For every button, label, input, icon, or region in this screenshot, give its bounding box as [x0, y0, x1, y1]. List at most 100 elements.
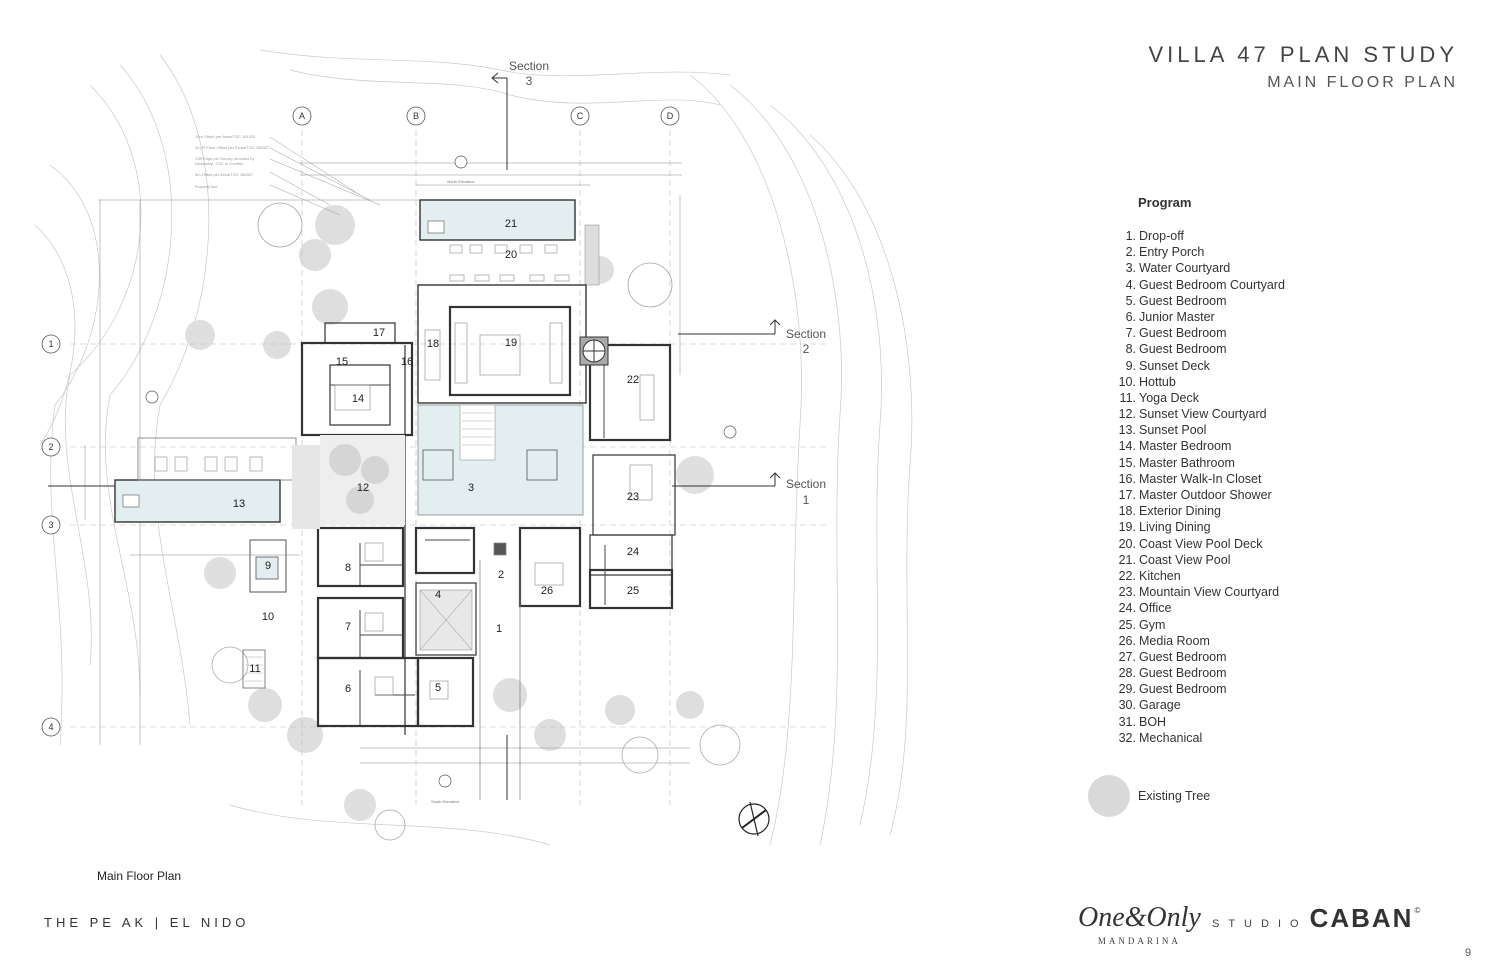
legend-item-label: Kitchen	[1139, 568, 1181, 583]
legend-item: 29.Guest Bedroom	[1115, 681, 1285, 697]
legend-item-label: Sunset View Courtyard	[1139, 407, 1267, 422]
project-name: THE PE AK | EL NIDO	[44, 915, 250, 930]
interior-partitions	[330, 345, 606, 725]
legend-item: 24.Office	[1115, 600, 1285, 616]
room-number-22: 22	[627, 374, 639, 386]
legend-item-number: 29.	[1118, 682, 1136, 697]
legend-item-number: 2.	[1125, 245, 1136, 260]
guest-bedroom-courtyard	[419, 589, 473, 651]
legend-item-number: 31.	[1118, 714, 1136, 729]
legend-item-label: Guest Bedroom	[1139, 293, 1227, 308]
room-number-2: 2	[498, 569, 504, 581]
brand2-reg: ©	[1414, 906, 1421, 915]
legend-item-label: Entry Porch	[1139, 245, 1205, 260]
elevation-notes: North Elevation South Elevation	[431, 179, 475, 804]
legend-item: 23.Mountain View Courtyard	[1115, 584, 1285, 600]
room-number-12: 12	[357, 482, 369, 494]
legend-item-number: 6.	[1125, 309, 1136, 324]
legend-item-label: Master Outdoor Shower	[1139, 488, 1272, 502]
legend-item: 11.Yoga Deck	[1115, 390, 1285, 406]
section-2-label: Section	[786, 327, 826, 341]
legend-item-number: 13.	[1118, 423, 1136, 438]
brand2-main: CABAN	[1309, 903, 1414, 933]
legend-item-number: 22.	[1118, 568, 1136, 583]
legend-item-label: Exterior Dining	[1139, 504, 1221, 519]
room-number-8: 8	[345, 562, 351, 574]
legend-item: 16.Master Walk-In Closet	[1115, 471, 1285, 487]
legend-item-number: 1.	[1125, 229, 1136, 243]
svg-text:North Elevation: North Elevation	[447, 179, 474, 184]
legend-item: 18.Exterior Dining	[1115, 503, 1285, 519]
legend-item-number: 19.	[1118, 520, 1136, 535]
legend-item-label: Mountain View Courtyard	[1139, 585, 1280, 600]
studio-caban-logo: STUDIO CABAN ©	[1212, 903, 1420, 934]
svg-text:Cliff Edge per Survey provided: Cliff Edge per Survey provided by	[195, 156, 255, 161]
legend-item-label: BOH	[1139, 714, 1167, 729]
legend-item-label: Media Room	[1139, 633, 1210, 648]
legend-item: 26.Media Room	[1115, 633, 1285, 649]
legend-item-label: Guest Bedroom	[1139, 342, 1227, 357]
legend-item-number: 16.	[1118, 471, 1136, 486]
legend-item: 4.Guest Bedroom Courtyard	[1115, 277, 1285, 293]
room-number-6: 6	[345, 683, 351, 695]
section-1-number: 1	[803, 493, 810, 507]
existing-trees	[185, 205, 714, 821]
room-number-15: 15	[336, 356, 348, 368]
brand1-sub: MANDARINA	[1097, 936, 1181, 946]
room-number-14: 14	[352, 393, 364, 405]
furniture	[334, 322, 655, 700]
legend-item-number: 18.	[1118, 504, 1136, 519]
legend-item: 12.Sunset View Courtyard	[1115, 406, 1285, 422]
drop-off-drive	[479, 542, 521, 800]
svg-text:Dedarship, TGC to Confirm: Dedarship, TGC to Confirm	[195, 161, 244, 166]
legend-item-label: Sunset Pool	[1139, 423, 1207, 438]
brand2-prefix: STUDIO	[1212, 918, 1308, 930]
legend-item: 30.Garage	[1115, 697, 1285, 713]
sunset-view-courtyard	[320, 435, 405, 525]
legend-item-number: 7.	[1125, 326, 1136, 341]
water-courtyard	[417, 404, 584, 516]
page-subtitle: MAIN FLOOR PLAN	[1267, 74, 1458, 91]
legend-item-number: 27.	[1118, 649, 1136, 664]
room-number-10: 10	[262, 611, 274, 623]
legend-item-label: Guest Bedroom	[1139, 649, 1227, 664]
legend-item-number: 8.	[1125, 342, 1136, 357]
legend-item-label: Master Bathroom	[1139, 455, 1235, 470]
legend-item-label: Master Walk-In Closet	[1139, 471, 1262, 486]
title-block: VILLA 47 PLAN STUDY MAIN FLOOR PLAN	[1148, 42, 1458, 92]
legend-item: 9.Sunset Deck	[1115, 358, 1285, 374]
legend-item-label: Junior Master	[1139, 309, 1215, 324]
legend-item-label: Hottub	[1139, 374, 1176, 389]
topo-contours	[34, 49, 913, 846]
legend-item: 28.Guest Bedroom	[1115, 665, 1285, 681]
legend-item-label: Guest Bedroom	[1139, 326, 1227, 341]
legend-item: 25.Gym	[1115, 617, 1285, 633]
page-title: VILLA 47 PLAN STUDY	[1148, 42, 1458, 67]
legend-item-number: 17.	[1118, 488, 1136, 502]
section-labels: Section 3 Section 2 Section 1	[509, 59, 826, 507]
legend-item: 19.Living Dining	[1115, 519, 1285, 535]
grid-col-b: B	[413, 111, 419, 121]
room-number-3: 3	[468, 482, 474, 494]
legend-item-label: Guest Bedroom	[1139, 666, 1227, 681]
legend-item: 14.Master Bedroom	[1115, 438, 1285, 454]
legend-item: 31.BOH	[1115, 714, 1285, 730]
room-number-9: 9	[265, 560, 271, 572]
legend-item-number: 21.	[1118, 552, 1136, 567]
legend-item: 32.Mechanical	[1115, 730, 1285, 746]
room-number-11: 11	[249, 663, 260, 675]
legend-item-number: 5.	[1125, 293, 1136, 308]
legend-item-label: Coast View Pool Deck	[1139, 536, 1263, 551]
legend-item: 21.Coast View Pool	[1115, 552, 1285, 568]
room-numbers: 1 2 3 4 5 6 7 8 9 10 11 12 13 14 15 16 1…	[233, 218, 639, 695]
legend-item-label: Guest Bedroom	[1139, 682, 1227, 697]
page-number: 9	[1465, 947, 1472, 959]
legend-item: 13.Sunset Pool	[1115, 422, 1285, 438]
svg-text:Property line: Property line	[195, 184, 218, 189]
callout-leaders	[269, 136, 381, 216]
room-number-4: 4	[435, 589, 441, 601]
room-number-23: 23	[627, 491, 639, 503]
callout-notes: 10m Offset per Alma/TGC 161320 2m Ft Flo…	[195, 134, 270, 189]
